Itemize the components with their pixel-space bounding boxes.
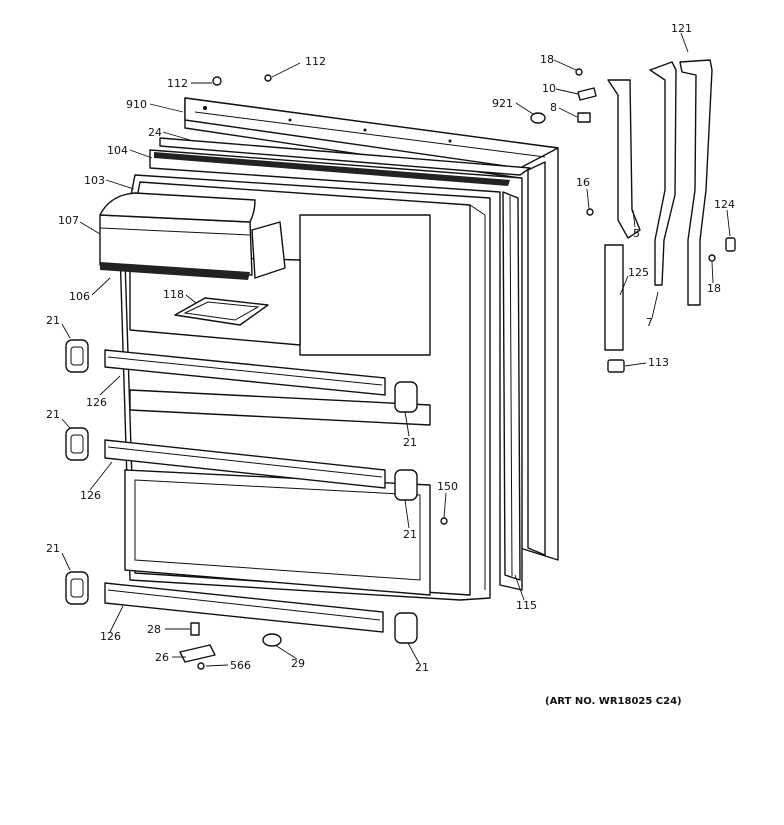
label-113: 113 bbox=[648, 356, 669, 369]
part-labels: 112 112 910 24 104 103 107 106 118 21 12… bbox=[46, 22, 735, 707]
label-106: 106 bbox=[69, 290, 90, 303]
label-125: 125 bbox=[628, 266, 649, 279]
label-126-a: 126 bbox=[86, 396, 107, 409]
label-112-right: 112 bbox=[305, 55, 326, 68]
label-21-f: 21 bbox=[415, 661, 429, 674]
leader-lines bbox=[61, 32, 731, 667]
art-number: (ART NO. WR18025 C24) bbox=[545, 696, 682, 707]
label-18-top: 18 bbox=[540, 53, 554, 66]
label-104: 104 bbox=[107, 144, 128, 157]
label-921: 921 bbox=[492, 97, 513, 110]
label-24: 24 bbox=[148, 126, 162, 139]
label-910: 910 bbox=[126, 98, 147, 111]
door-gasket bbox=[149, 137, 531, 591]
label-115: 115 bbox=[516, 599, 537, 612]
label-150: 150 bbox=[437, 480, 458, 493]
hinge-assembly bbox=[212, 59, 736, 373]
label-566: 566 bbox=[230, 659, 251, 672]
label-112-left: 112 bbox=[167, 77, 188, 90]
label-107: 107 bbox=[58, 214, 79, 227]
gasket-strip bbox=[502, 191, 521, 581]
label-7: 7 bbox=[646, 316, 653, 329]
shelf-end-cap bbox=[65, 339, 418, 644]
shelf-bar-lower bbox=[104, 582, 384, 633]
label-103: 103 bbox=[84, 174, 105, 187]
label-21-e: 21 bbox=[403, 528, 417, 541]
label-21-b: 21 bbox=[46, 408, 60, 421]
label-124: 124 bbox=[714, 198, 735, 211]
label-28: 28 bbox=[147, 623, 161, 636]
label-29: 29 bbox=[291, 657, 305, 670]
label-16: 16 bbox=[576, 176, 590, 189]
label-126-b: 126 bbox=[80, 489, 101, 502]
dairy-compartment-door bbox=[99, 192, 286, 280]
label-26: 26 bbox=[155, 651, 169, 664]
label-5: 5 bbox=[633, 227, 640, 240]
label-10: 10 bbox=[542, 82, 556, 95]
label-18-right: 18 bbox=[707, 282, 721, 295]
label-21-a: 21 bbox=[46, 314, 60, 327]
label-8: 8 bbox=[550, 101, 557, 114]
label-121: 121 bbox=[671, 22, 692, 35]
label-118: 118 bbox=[163, 288, 184, 301]
label-126-c: 126 bbox=[100, 630, 121, 643]
shelf-bar-upper bbox=[104, 349, 386, 396]
label-21-d: 21 bbox=[403, 436, 417, 449]
label-21-c: 21 bbox=[46, 542, 60, 555]
butter-tray bbox=[174, 297, 269, 326]
shelf-bar-middle bbox=[104, 439, 386, 489]
